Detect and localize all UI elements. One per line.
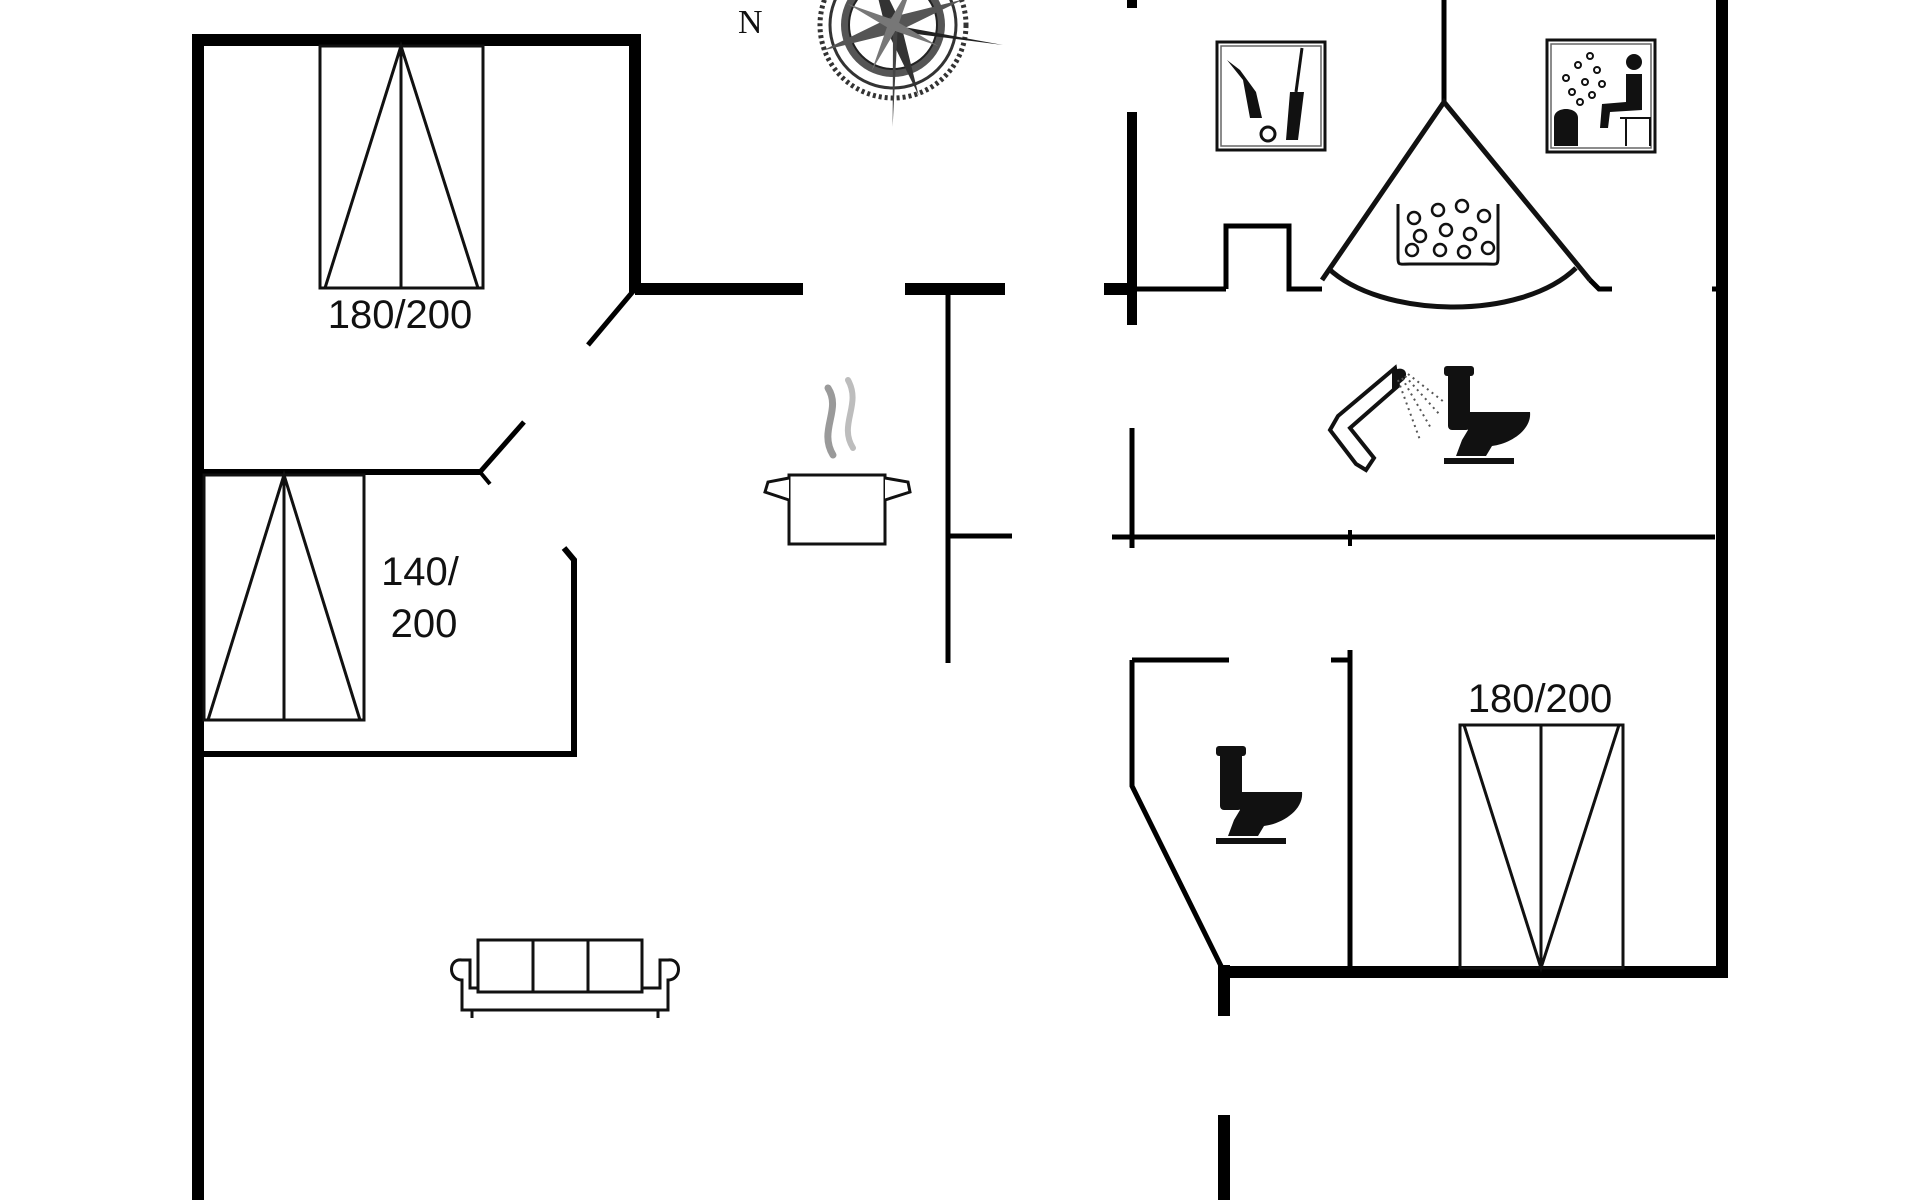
double-bed-icon [1458, 723, 1625, 973]
bed-size-label: 140/ [381, 550, 460, 594]
bed-size-label: 180/200 [1468, 677, 1613, 721]
toilet-icon [1216, 746, 1303, 844]
compass-north-label: N [738, 4, 763, 41]
toilet-icon [1444, 366, 1531, 464]
double-bed-icon [318, 41, 485, 290]
sofa-icon [450, 938, 680, 1018]
utility-icon [1215, 40, 1327, 152]
walls [192, 0, 1728, 1200]
bed-size-label: 180/200 [328, 293, 473, 337]
shower-icon [1324, 364, 1445, 473]
compass-icon: N [738, 0, 1003, 127]
whirlpool-icon [1319, 97, 1592, 310]
single-bed-icon [202, 469, 366, 722]
sauna-icon [1545, 38, 1657, 154]
bed-size-label: 200 [391, 602, 458, 646]
kitchen-pot-icon [763, 377, 912, 546]
